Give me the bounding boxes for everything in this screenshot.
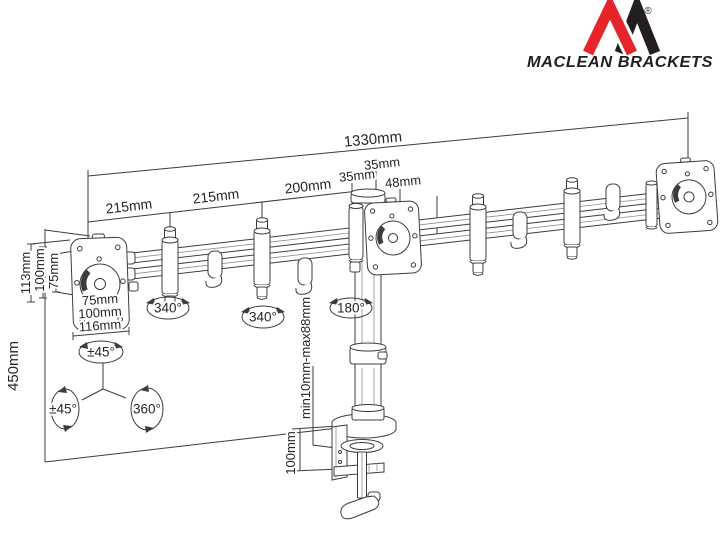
dim-segments-line <box>87 190 359 223</box>
dim-clamp-height-label: 100mm <box>283 431 298 474</box>
rotation-ellipse-180-pole <box>329 297 373 319</box>
dim-vesa-height-75-label: 75mm <box>46 253 61 289</box>
brand-logo: ® MACLEAN BRACKETS <box>527 0 713 71</box>
dim-gap-left-label: 35mm <box>338 166 375 185</box>
registered-trademark: ® <box>644 6 652 17</box>
swivel-45-label: ±45° <box>49 402 77 417</box>
arm-joint-2 <box>253 217 271 300</box>
cable-hook-4 <box>603 183 621 221</box>
dim-height-line <box>44 229 373 463</box>
vesa-plate-right <box>655 157 719 234</box>
rotation-indicators <box>146 296 373 329</box>
dim-plate-height-lines <box>27 239 75 303</box>
dim-segment2-label: 215mm <box>192 185 240 206</box>
rotation-340-left-label: 340° <box>154 301 182 316</box>
rotation-ellipse-340-mid <box>241 305 285 329</box>
dim-desk-thickness-label: min10mm-max88mm <box>298 297 313 419</box>
cable-hook-3 <box>510 211 528 249</box>
dim-segment1-label: 215mm <box>105 195 153 216</box>
arm-joint-4 <box>563 177 581 260</box>
dim-gap-right-label: 35mm <box>363 154 400 173</box>
logo-m-red-stroke <box>583 0 637 56</box>
rotate-360-label: 360° <box>133 402 161 417</box>
tilt-diagram-stem <box>81 363 127 401</box>
rotation-ellipse-340-left <box>146 296 190 320</box>
dim-desk-thickness-leader <box>312 366 337 449</box>
center-plate-hinge <box>348 203 364 273</box>
dim-plate-offset-label: 48mm <box>384 172 421 191</box>
dim-total-width-label: 1330mm <box>343 128 403 151</box>
cable-hook-1 <box>205 250 223 288</box>
cable-hook-2 <box>295 257 313 295</box>
tilt-45-label: ±45° <box>87 345 115 360</box>
rotation-180-pole-label: 180° <box>337 301 365 316</box>
tilt-ellipse-45 <box>78 340 124 364</box>
height-adjust-collar <box>349 342 388 365</box>
dim-vesa-width-100-label: 100mm <box>78 304 122 322</box>
vesa-plate-center <box>364 197 422 276</box>
vesa-plate-left <box>70 233 130 332</box>
rotation-labels: 340° 340° 180° ±45° ±45° 360° <box>47 299 367 419</box>
dim-total-line <box>87 117 689 177</box>
arm-joint-1 <box>161 226 179 309</box>
dim-pole-height-label: 450mm <box>5 341 22 391</box>
dimension-labels: 1330mm 215mm 215mm 200mm 35mm 35mm 48mm … <box>3 126 424 476</box>
brand-name: MACLEAN BRACKETS <box>527 54 713 71</box>
arm-joint-3 <box>469 193 487 276</box>
desk-clamp <box>331 404 397 520</box>
dim-vesa-height-100-label: 100mm <box>32 248 47 291</box>
right-plate-hinge <box>645 180 658 230</box>
tilt-diagram <box>50 340 164 433</box>
rotation-340-mid-label: 340° <box>249 310 277 325</box>
dim-plate-width-116-label: 116mm <box>78 317 121 335</box>
dim-vesa-width-75-label: 75mm <box>81 291 118 308</box>
dim-plate-height-113-label: 113mm <box>18 252 33 294</box>
clamp-handle <box>340 495 380 520</box>
dim-segment3-label: 200mm <box>284 175 332 196</box>
